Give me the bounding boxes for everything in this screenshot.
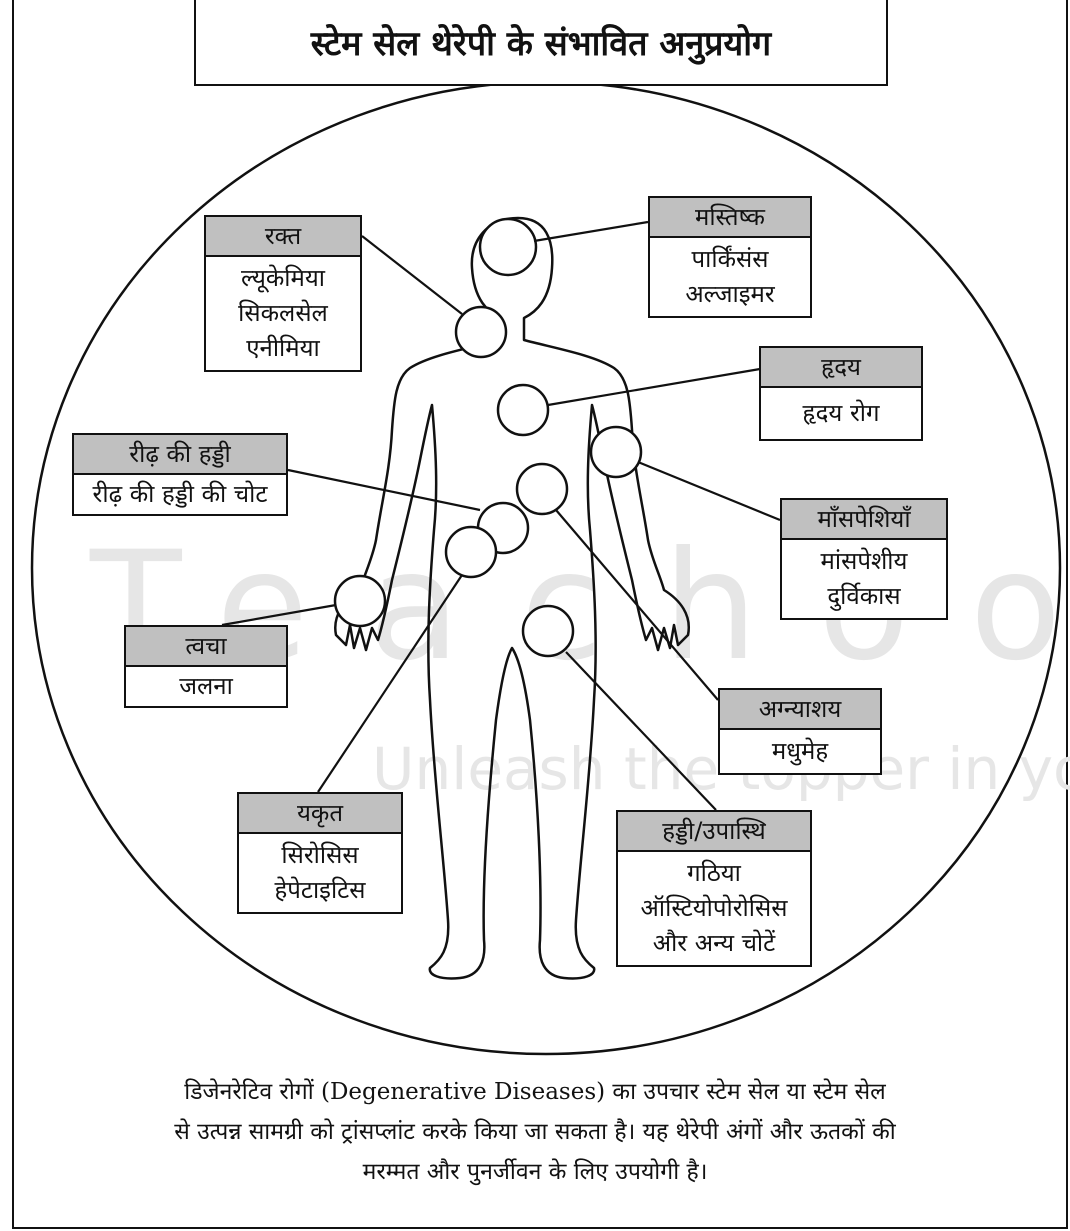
- label-muscle-line: दुर्विकास: [786, 579, 942, 614]
- label-liver-line: हेपेटाइटिस: [243, 873, 397, 908]
- caption-line: डिजेनरेटिव रोगों (Degenerative Diseases)…: [40, 1072, 1030, 1112]
- label-skin: त्वचा जलना: [124, 625, 288, 708]
- caption-line: मरम्मत और पुनर्जीवन के लिए उपयोगी है।: [40, 1152, 1030, 1192]
- page-title: स्टेम सेल थेरेपी के संभावित अनुप्रयोग: [194, 0, 888, 86]
- label-blood: रक्त ल्यूकेमिया सिकलसेल एनीमिया: [204, 215, 362, 372]
- label-bone-line: गठिया: [622, 856, 806, 891]
- leader-pancreas: [556, 510, 718, 700]
- label-blood-line: एनीमिया: [210, 331, 356, 366]
- marker-blood: [456, 307, 506, 357]
- marker-brain: [480, 219, 536, 275]
- label-brain: मस्तिष्क पार्किंसंस अल्जाइमर: [648, 196, 812, 318]
- leader-heart: [548, 369, 760, 405]
- marker-muscle: [591, 427, 641, 477]
- marker-skin: [335, 576, 385, 626]
- label-heart-head: हृदय: [761, 348, 921, 388]
- caption-line: से उत्पन्न सामग्री को ट्रांसप्लांट करके …: [40, 1112, 1030, 1152]
- label-muscle-line: मांसपेशीय: [786, 544, 942, 579]
- label-pancreas-line: मधुमेह: [724, 734, 876, 769]
- label-liver-line: सिरोसिस: [243, 838, 397, 873]
- leader-blood: [362, 236, 462, 314]
- label-muscle: माँसपेशियाँ मांसपेशीय दुर्विकास: [780, 498, 948, 620]
- label-bone: हड्डी/उपास्थि गठिया ऑस्टियोपोरोसिस और अन…: [616, 810, 812, 967]
- label-blood-line: ल्यूकेमिया: [210, 261, 356, 296]
- label-skin-line: जलना: [130, 669, 282, 704]
- label-spine-head: रीढ़ की हड्डी: [74, 435, 286, 475]
- label-liver: यकृत सिरोसिस हेपेटाइटिस: [237, 792, 403, 914]
- label-brain-head: मस्तिष्क: [650, 198, 810, 238]
- leader-skin: [222, 605, 336, 625]
- label-muscle-head: माँसपेशियाँ: [782, 500, 946, 540]
- label-liver-head: यकृत: [239, 794, 401, 834]
- label-heart: हृदय हृदय रोग: [759, 346, 923, 441]
- label-brain-line: अल्जाइमर: [654, 277, 806, 312]
- label-pancreas-head: अग्न्याशय: [720, 690, 880, 730]
- caption: डिजेनरेटिव रोगों (Degenerative Diseases)…: [40, 1072, 1030, 1192]
- label-brain-line: पार्किंसंस: [654, 242, 806, 277]
- leader-muscle: [638, 462, 780, 520]
- label-blood-line: सिकलसेल: [210, 296, 356, 331]
- label-blood-head: रक्त: [206, 217, 360, 257]
- label-bone-line: और अन्य चोटें: [622, 926, 806, 961]
- marker-pancreas: [517, 464, 567, 514]
- leader-spine: [288, 470, 480, 510]
- label-bone-head: हड्डी/उपास्थि: [618, 812, 810, 852]
- label-spine: रीढ़ की हड्डी रीढ़ की हड्डी की चोट: [72, 433, 288, 516]
- marker-heart: [498, 385, 548, 435]
- leader-brain: [534, 222, 648, 241]
- label-pancreas: अग्न्याशय मधुमेह: [718, 688, 882, 775]
- label-spine-line: रीढ़ की हड्डी की चोट: [78, 477, 282, 512]
- label-heart-line: हृदय रोग: [765, 396, 917, 431]
- label-bone-line: ऑस्टियोपोरोसिस: [622, 891, 806, 926]
- marker-bone: [523, 606, 573, 656]
- label-skin-head: त्वचा: [126, 627, 286, 667]
- marker-liver: [446, 527, 496, 577]
